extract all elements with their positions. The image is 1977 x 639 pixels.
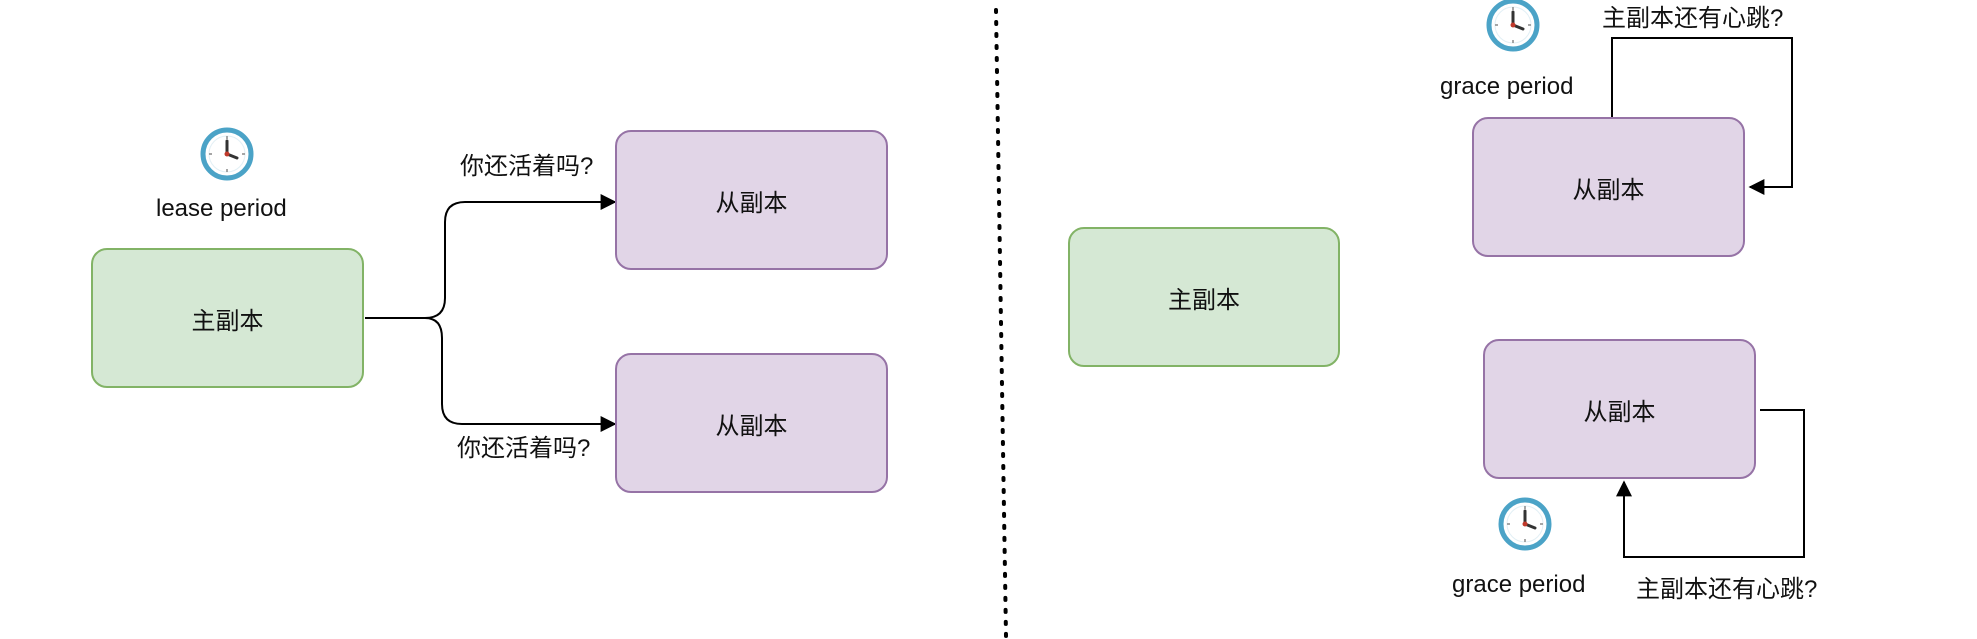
clock-icon: [1486, 0, 1540, 52]
secondary-replica-label: 从副本: [1572, 175, 1645, 204]
secondary-replica-box-top-left[interactable]: 从副本: [615, 130, 888, 270]
secondary-replica-box-bottom-right[interactable]: 从副本: [1483, 339, 1756, 479]
grace-period-bottom-label: grace period: [1452, 571, 1586, 598]
primary-replica-label: 主副本: [191, 306, 264, 335]
liveness-query-top-label: 你还活着吗?: [460, 153, 594, 180]
heartbeat-query-bottom-label: 主副本还有心跳?: [1636, 576, 1818, 603]
clock-icon: [200, 127, 254, 181]
divider-line: [994, 8, 1008, 638]
secondary-replica-box-top-right[interactable]: 从副本: [1472, 117, 1745, 257]
secondary-replica-label: 从副本: [1583, 397, 1656, 426]
liveness-query-bottom-label: 你还活着吗?: [457, 435, 591, 462]
secondary-replica-label: 从副本: [715, 411, 788, 440]
heartbeat-query-top-label: 主副本还有心跳?: [1602, 5, 1784, 32]
primary-replica-box-left[interactable]: 主副本: [91, 248, 364, 388]
primary-replica-box-right[interactable]: 主副本: [1068, 227, 1340, 367]
secondary-replica-label: 从副本: [715, 188, 788, 217]
grace-period-top-label: grace period: [1440, 73, 1574, 100]
heartbeat-loop-top: [1611, 37, 1793, 195]
arrow-primary-to-secondary-top: [365, 194, 617, 319]
secondary-replica-box-bottom-left[interactable]: 从副本: [615, 353, 888, 493]
clock-icon: [1498, 497, 1552, 551]
arrow-primary-to-secondary-bottom: [365, 317, 617, 432]
primary-replica-label: 主副本: [1168, 285, 1240, 314]
heartbeat-loop-bottom: [1616, 409, 1805, 558]
lease-period-label: lease period: [156, 195, 287, 222]
